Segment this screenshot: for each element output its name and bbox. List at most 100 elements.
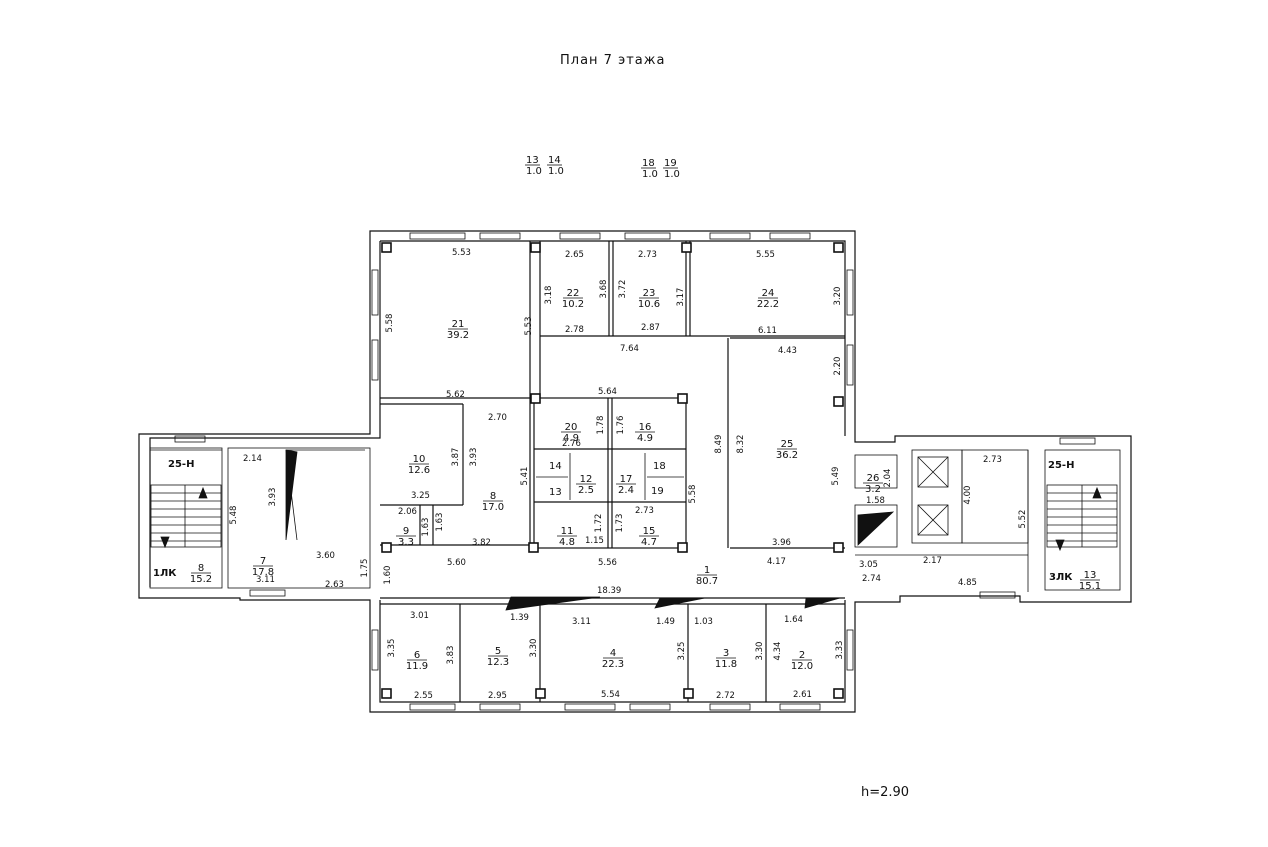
dimension-label: 3.93 (268, 488, 278, 507)
dimension-label: 4.43 (778, 346, 797, 356)
stair-code-left: 1ЛК (153, 568, 177, 579)
dimension-label: 3.87 (451, 448, 461, 467)
room-number: 8 (490, 491, 496, 502)
dimension-label: 3.82 (472, 538, 491, 548)
dimension-label: 2.04 (883, 469, 893, 488)
room-area: 17.0 (482, 502, 504, 513)
room-number: 16 (639, 422, 652, 433)
stair-type-right: 25-Н (1048, 460, 1074, 471)
dimension-label: 5.41 (520, 467, 530, 486)
room-number: 22 (567, 288, 580, 299)
dimension-label: 3.20 (833, 287, 843, 306)
dimension-label: 1.39 (510, 613, 529, 623)
dimension-label: 2.78 (565, 325, 584, 335)
room-area: 4.9 (563, 433, 579, 444)
dimension-label: 4.00 (963, 486, 973, 505)
room-number: 13 (1084, 570, 1097, 581)
dimension-label: 3.35 (387, 639, 397, 658)
columns (381, 242, 844, 699)
room-number: 15 (643, 526, 656, 537)
dimension-label: 2.74 (862, 574, 881, 584)
floating-room-area: 1.0 (526, 166, 542, 177)
dimension-label: 3.25 (677, 642, 687, 661)
room-number: 1 (704, 565, 710, 576)
dimension-label: 3.30 (755, 642, 765, 661)
dimension-label: 5.62 (446, 390, 465, 400)
floating-room-area: 1.0 (548, 166, 564, 177)
dimension-label: 5.52 (1018, 510, 1028, 529)
room-number: 26 (867, 473, 880, 484)
room-area: 11.8 (715, 659, 737, 670)
dimension-label: 5.53 (452, 248, 471, 258)
dimension-label: 3.18 (544, 286, 554, 305)
plan-title: План 7 этажа (560, 53, 665, 68)
room-number: 23 (643, 288, 656, 299)
dimension-label: 1.60 (383, 566, 393, 585)
dimension-label: 3.17 (676, 288, 686, 307)
room-area: 4.9 (637, 433, 653, 444)
dimension-label: 1.78 (596, 416, 606, 435)
dimension-label: 1.64 (784, 615, 803, 625)
dimension-label: 5.56 (598, 558, 617, 568)
dimension-label: 1.63 (421, 518, 431, 537)
dimension-label: 3.68 (599, 280, 609, 299)
room-area: 36.2 (776, 450, 798, 461)
room-area: 12.0 (791, 661, 813, 672)
room-area: 80.7 (696, 576, 718, 587)
dimension-label: 1.15 (585, 536, 604, 546)
dimension-label: 3.25 (411, 491, 430, 501)
dimension-label: 5.58 (688, 485, 698, 504)
stairs-right (1046, 484, 1118, 552)
room-area: 2.5 (578, 485, 594, 496)
dimension-label: 6.11 (758, 326, 777, 336)
dimension-label: 1.72 (594, 514, 604, 533)
room-number: 4 (610, 648, 616, 659)
dimension-label: 1.75 (360, 559, 370, 578)
dimension-label: 4.34 (773, 642, 783, 661)
wc-label: 19 (651, 486, 664, 497)
dimension-label: 3.83 (446, 646, 456, 665)
room-area: 10.2 (562, 299, 584, 310)
dimension-label: 1.49 (656, 617, 675, 627)
room-number: 17 (620, 474, 633, 485)
stairs-left (150, 484, 222, 549)
dimension-label: 1.73 (615, 514, 625, 533)
room-area: 22.3 (602, 659, 624, 670)
dimension-label: 1.76 (616, 416, 626, 435)
dimension-label: 4.17 (767, 557, 786, 567)
room-area: 4.7 (641, 537, 657, 548)
dimension-label: 18.39 (597, 586, 621, 596)
room-area: 17.8 (252, 567, 274, 578)
stair-code-right: 3ЛК (1049, 572, 1073, 583)
lifts (917, 456, 949, 536)
room-number: 11 (561, 526, 574, 537)
dimension-label: 2.20 (833, 357, 843, 376)
room-area: 11.9 (406, 661, 428, 672)
room-area: 12.6 (408, 465, 430, 476)
room-labels: 2139.22210.22310.62422.22536.2263.2204.9… (190, 288, 1101, 672)
dimension-label: 2.95 (488, 691, 507, 701)
dimension-label: 3.01 (410, 611, 429, 621)
dimension-label: 2.72 (716, 691, 735, 701)
room-number: 8 (198, 563, 204, 574)
room-number: 2 (799, 650, 805, 661)
wc-labels: 14 13 18 19 (549, 461, 666, 498)
dimension-label: 1.58 (866, 496, 885, 506)
dimension-label: 2.06 (398, 507, 417, 517)
floating-room-num: 14 (548, 155, 561, 166)
dimension-label: 5.48 (229, 506, 239, 525)
dimension-label: 5.54 (601, 690, 620, 700)
dimension-label: 2.73 (638, 250, 657, 260)
dimension-label: 2.14 (243, 454, 262, 464)
room-number: 6 (414, 650, 420, 661)
dimension-label: 5.55 (756, 250, 775, 260)
room-area: 12.3 (487, 657, 509, 668)
room-number: 20 (565, 422, 578, 433)
floating-room-labels: 13 1.0 14 1.0 18 1.0 19 1.0 (525, 155, 680, 180)
dimension-label: 8.49 (714, 435, 724, 454)
dimension-label: 3.11 (256, 575, 275, 585)
dimension-label: 3.93 (469, 448, 479, 467)
height-note: h=2.90 (861, 785, 909, 800)
room-number: 21 (452, 319, 465, 330)
wc-label: 18 (653, 461, 666, 472)
